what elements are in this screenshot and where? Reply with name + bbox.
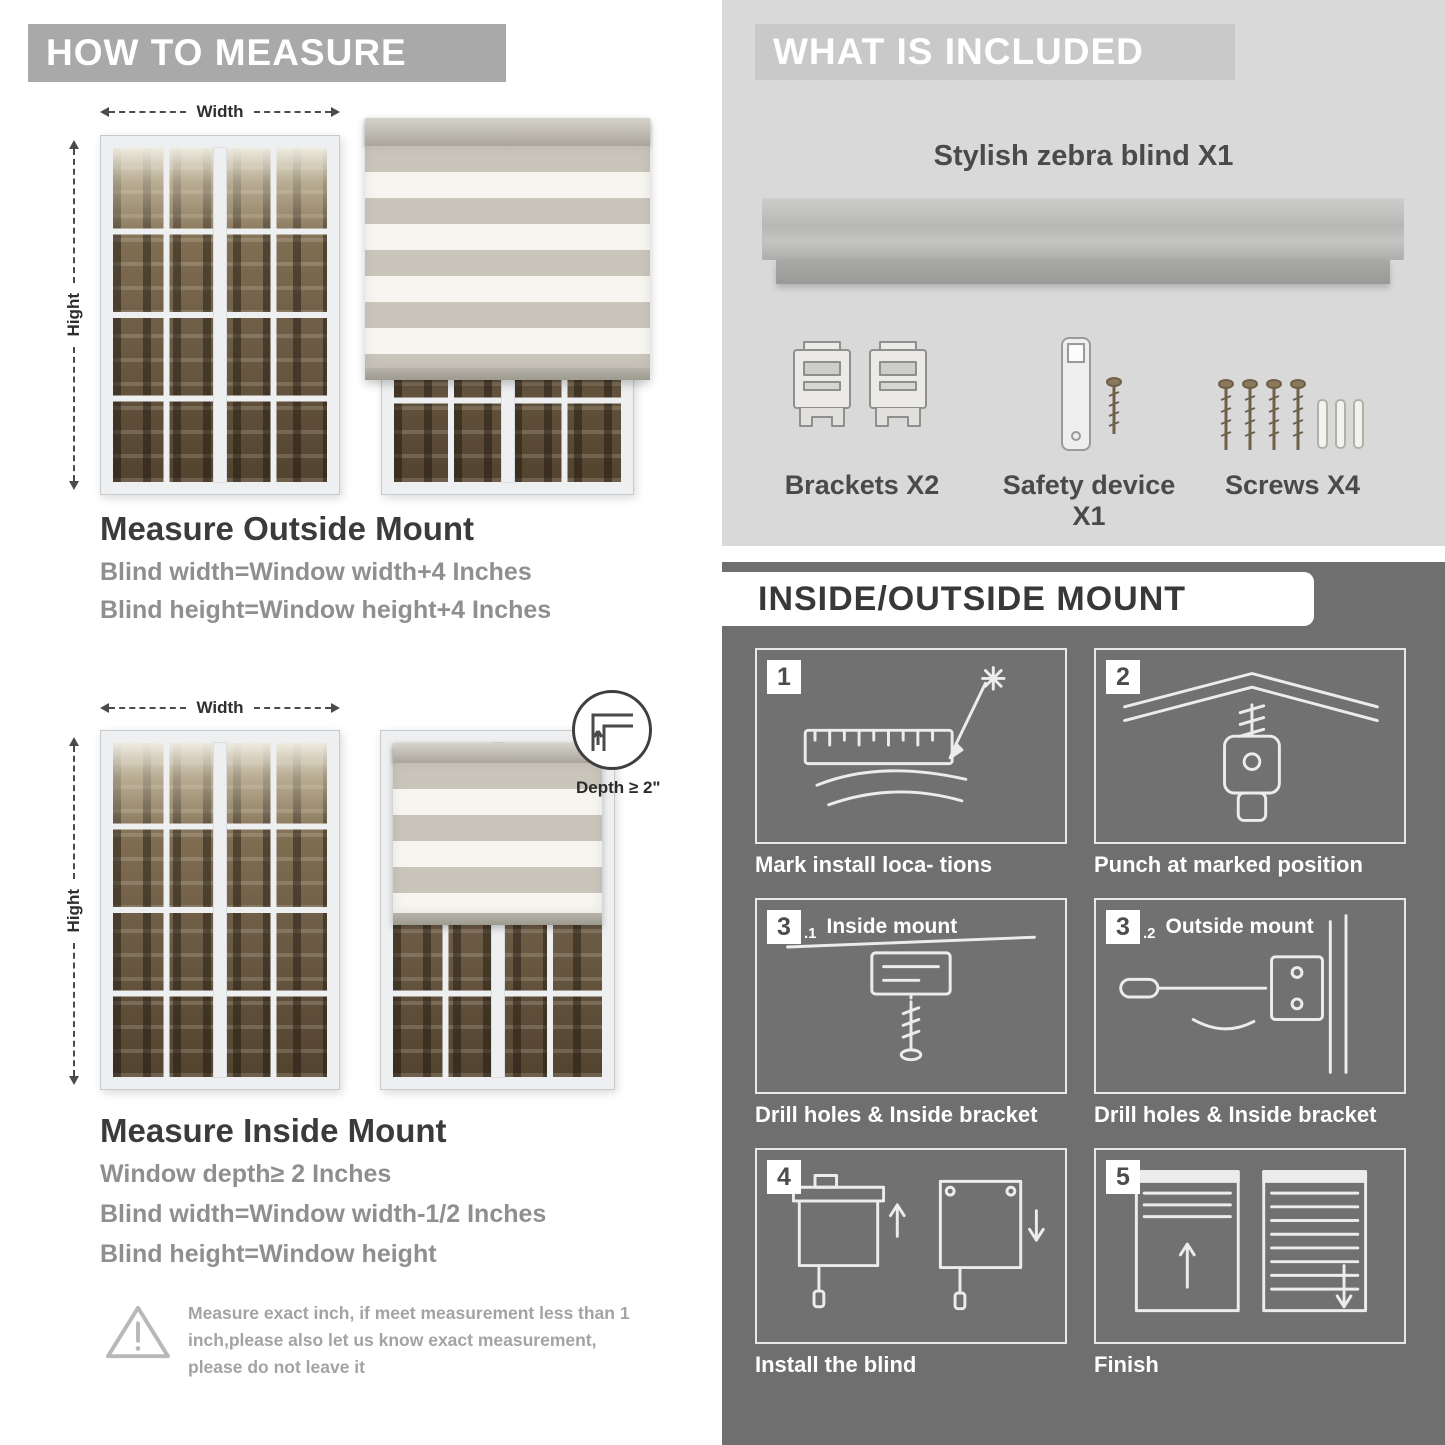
arrow-left-icon [100,703,109,713]
headrail-top [762,198,1404,260]
what-is-included-header: WHAT IS INCLUDED [755,24,1235,80]
mount-header: INSIDE/OUTSIDE MOUNT [722,572,1314,626]
step-3-2-box: 3 .2 Outside mount [1094,898,1406,1094]
outside-mount-title: Measure Outside Mount [100,510,475,547]
arrow-down-icon [69,481,79,490]
inside-mount-blind-illustration [380,730,615,1090]
step-number-sub: .1 [804,925,817,942]
step-5-caption: Finish [1094,1352,1159,1377]
step-3-1-box: 3 .1 Inside mount [755,898,1067,1094]
arrow-right-icon [331,107,340,117]
step-number-badge: 3 [1106,910,1140,944]
headrail-lip [776,260,1390,284]
safety-device-label: Safety device X1 [1002,470,1176,531]
screws-icon [1218,379,1364,450]
outside-mount-line1: Blind width=Window width+4 Inches [100,558,532,586]
mark-locations-art [803,666,1006,807]
outside-bracket-art [1119,914,1348,1074]
drill-punch-art [1123,672,1379,822]
outside-mount-blind-illustration [365,118,650,495]
width-arrow: Width [100,698,340,717]
step-number-badge: 2 [1106,660,1140,694]
blind-bottom-rail [393,913,602,925]
height-arrow: Hight [64,737,83,1085]
zebra-blind-headrail-illustration [762,198,1404,290]
width-label: Width [196,698,244,717]
outside-mount-line2: Blind height=Window height+4 Inches [100,596,552,624]
step-number-badge: 3 [767,910,801,944]
blind-cassette [393,743,602,763]
step-1-box: 1 [755,648,1067,844]
blind-stripes [365,146,650,368]
step-2-box: 2 [1094,648,1406,844]
step-1-caption: Mark install loca- tions [755,852,993,877]
blind-cassette [365,118,650,146]
mount-instructions-panel: INSIDE/OUTSIDE MOUNT 1 Mark ins [722,562,1445,1445]
step-number-sub: .2 [1143,925,1156,942]
step-3-1-caption: Drill holes & Inside bracket [755,1102,1038,1127]
height-label: Hight [64,293,83,337]
window-corner-detail-icon [591,713,633,751]
arrow-up-icon [69,140,79,149]
zebra-blind [393,743,602,925]
width-arrow: Width [100,102,340,121]
window-center-stile [214,148,226,482]
finish-art [1134,1170,1368,1313]
step-4-box: 4 [755,1148,1067,1344]
step-title: Outside mount [1165,915,1314,938]
height-arrow: Hight [64,140,83,490]
brackets-icon [793,341,927,427]
warning-icon [104,1302,172,1367]
step-3-2-caption: Drill holes & Inside bracket [1094,1102,1377,1127]
arrow-up-icon [69,737,79,746]
step-number-badge: 5 [1106,1160,1140,1194]
brackets-label: Brackets X2 [784,470,940,500]
step-title: Inside mount [826,915,958,938]
measure-note: Measure exact inch, if meet measurement … [188,1303,630,1378]
blind-stripes [393,763,602,913]
install-blind-art [791,1174,1045,1311]
arrow-left-icon [100,107,109,117]
product-name-label: Stylish zebra blind X1 [933,140,1234,172]
inside-mount-line1: Window depth≥ 2 Inches [100,1160,392,1188]
inside-mount-title: Measure Inside Mount [100,1112,447,1149]
step-number-badge: 1 [767,660,801,694]
inside-mount-line3: Blind height=Window height [100,1240,437,1268]
step-2-caption: Punch at marked position [1094,852,1363,877]
safety-device-icon [1061,337,1122,451]
blind-bottom-rail [365,368,650,380]
step-5-box: 5 [1094,1148,1406,1344]
zebra-blind [365,118,650,380]
step-4-caption: Install the blind [755,1352,917,1377]
screws-label: Screws X4 [1224,470,1361,500]
window-illustration [100,730,340,1090]
depth-label: Depth ≥ 2" [576,778,661,797]
depth-detail-magnifier [572,690,652,770]
how-to-measure-header: HOW TO MEASURE [28,24,506,82]
what-is-included-panel: WHAT IS INCLUDED Stylish zebra blind X1 [722,0,1445,546]
window-illustration [100,135,340,495]
arrow-down-icon [69,1076,79,1085]
window-center-stile [214,743,226,1077]
arrow-right-icon [331,703,340,713]
anchors-icon [1317,399,1364,449]
inside-mount-line2: Blind width=Window width-1/2 Inches [100,1200,547,1228]
inside-bracket-art [786,935,1036,1062]
height-label: Hight [64,889,83,933]
step-number-badge: 4 [767,1160,801,1194]
width-label: Width [196,102,244,121]
